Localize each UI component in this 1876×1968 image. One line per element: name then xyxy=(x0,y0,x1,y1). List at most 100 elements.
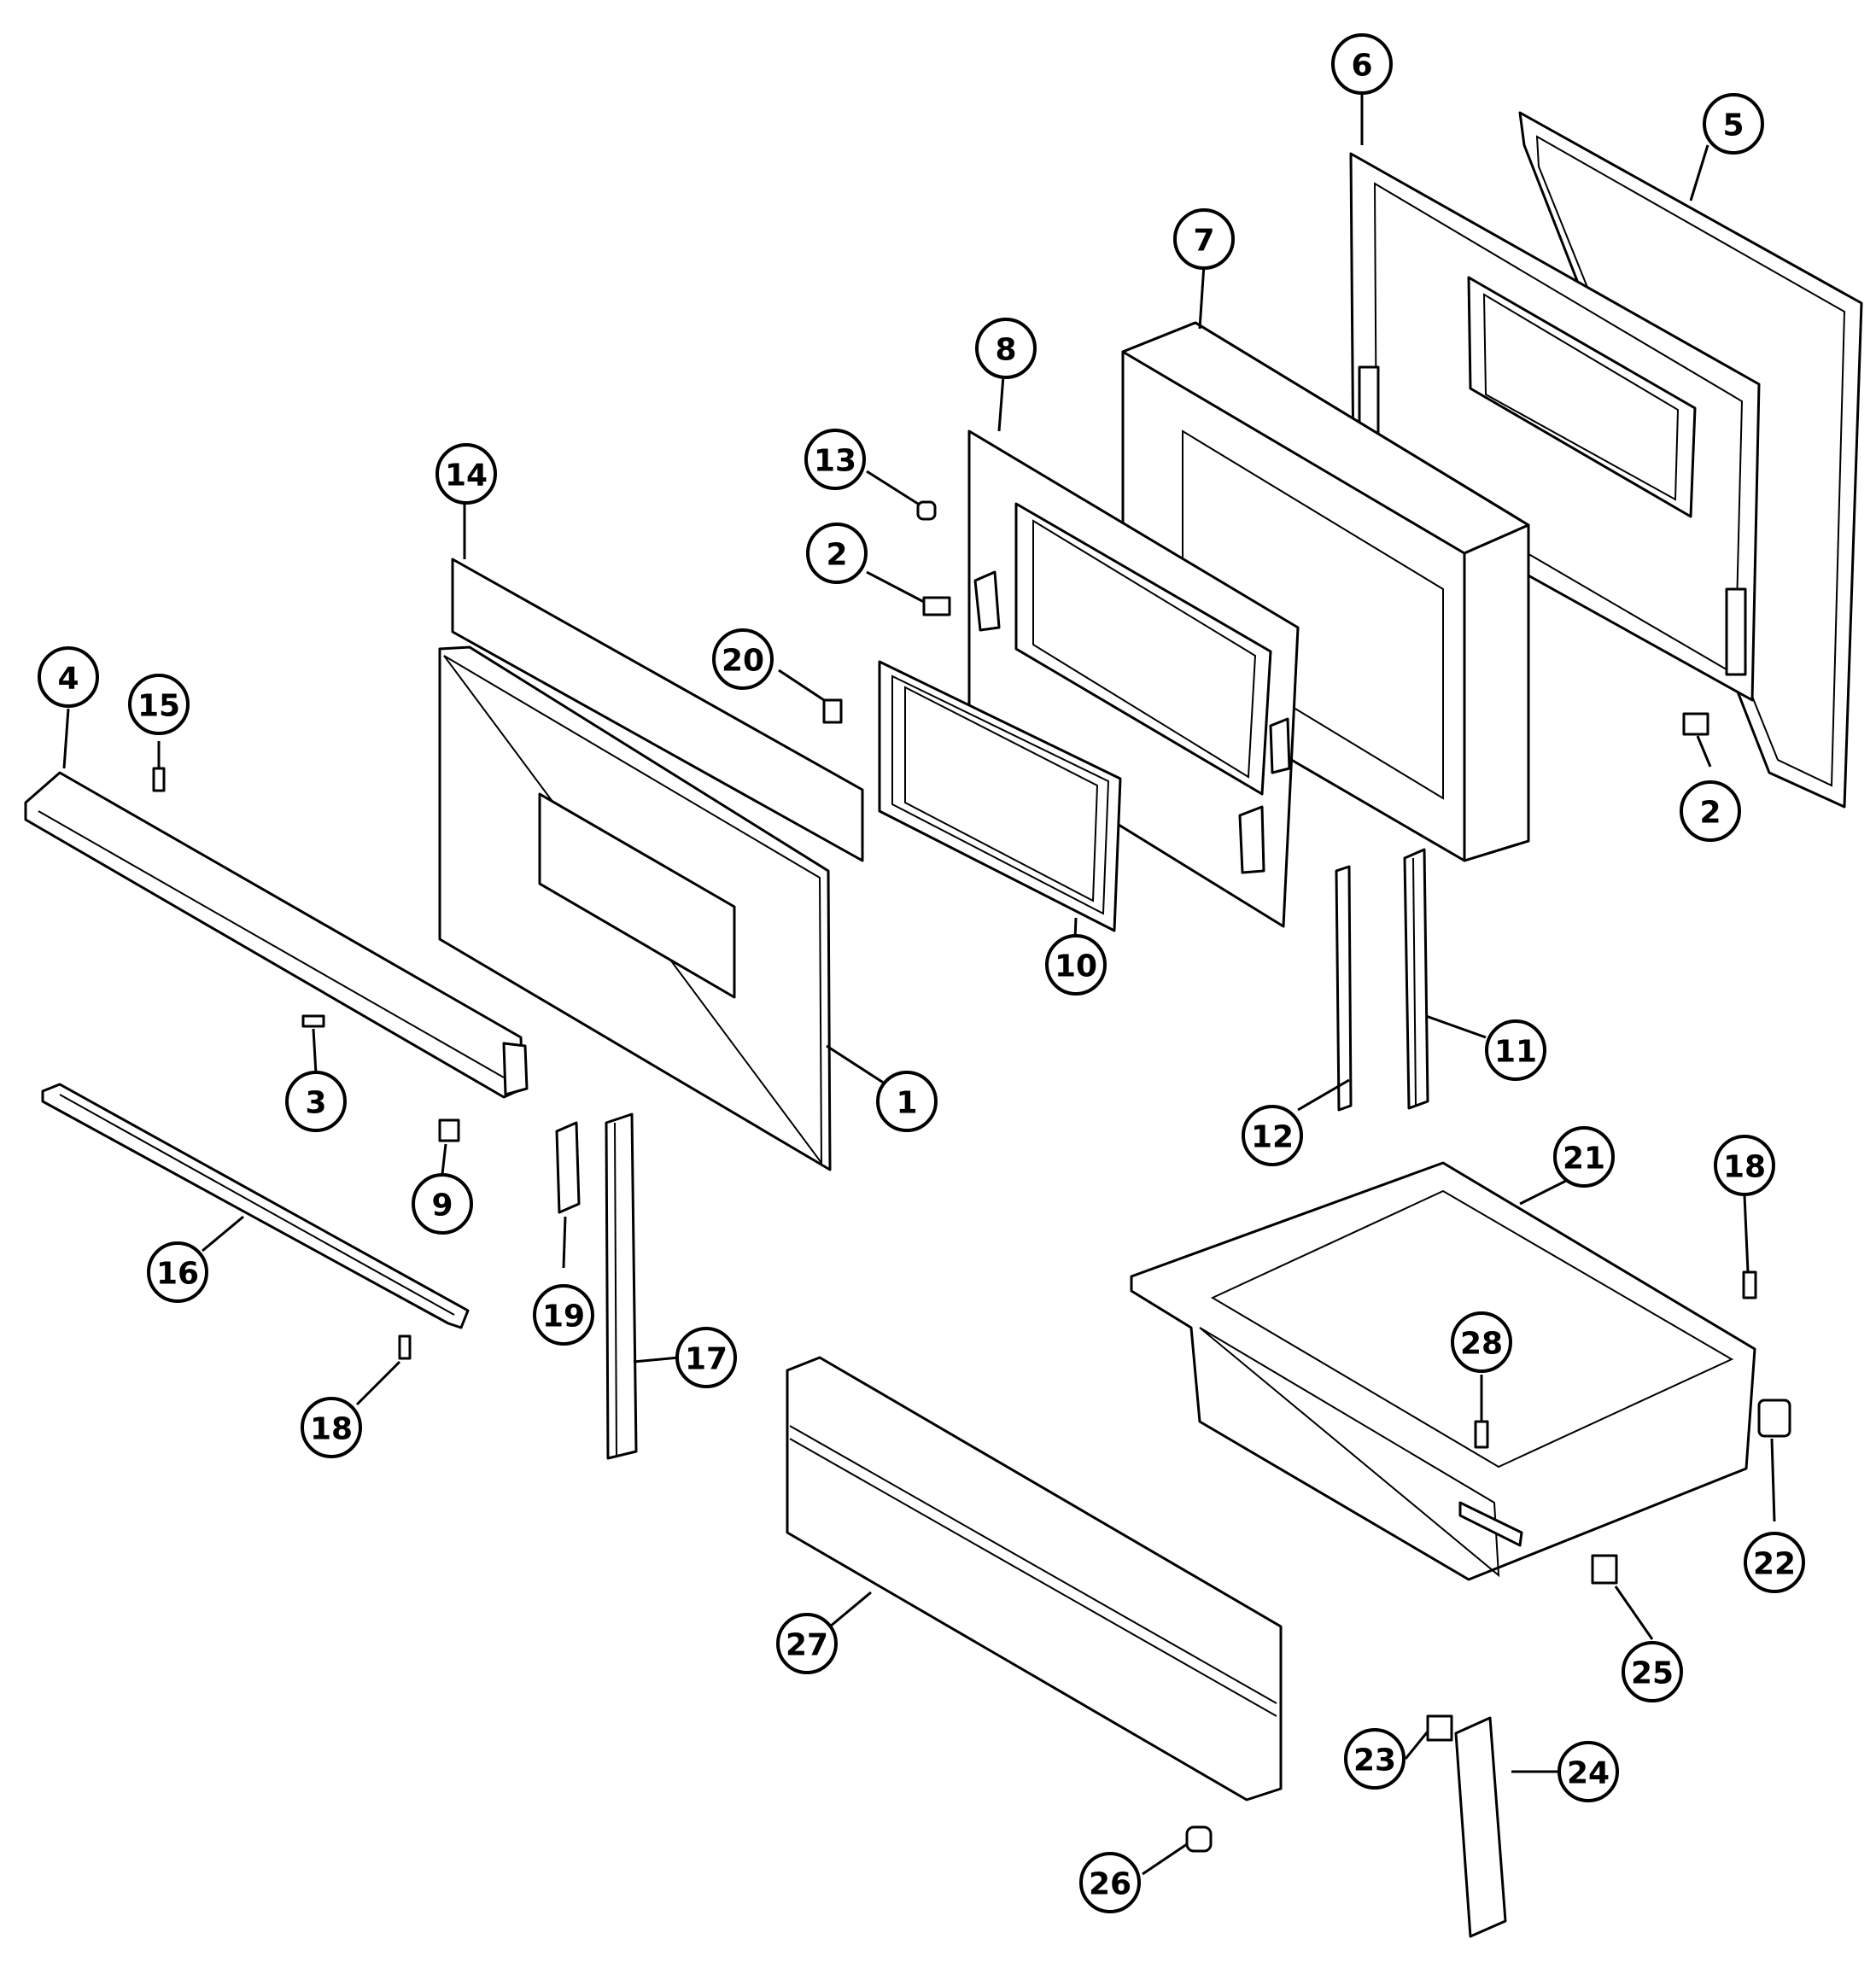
callout-c4: 4 xyxy=(38,646,99,708)
callout-number: 16 xyxy=(156,1257,199,1292)
callout-number: 26 xyxy=(1089,1867,1131,1902)
callout-c23: 23 xyxy=(1344,1728,1406,1790)
small-hardware xyxy=(152,500,1791,1853)
callout-circle xyxy=(412,1173,473,1235)
part-12-channel xyxy=(1335,865,1353,1112)
part-23-clip xyxy=(1426,1714,1453,1742)
part-24-drawer-trim xyxy=(1454,1716,1507,1938)
callout-c6: 6 xyxy=(1331,33,1393,95)
part-21-storage-drawer xyxy=(1130,1161,1756,1581)
callout-circle xyxy=(1331,33,1393,95)
callout-labels: 1223456789101112131415161718181920212223… xyxy=(38,33,1805,1913)
callout-number: 1 xyxy=(896,1086,917,1121)
callout-circle xyxy=(776,1613,838,1674)
callout-number: 15 xyxy=(137,689,180,724)
callout-c1: 1 xyxy=(876,1071,938,1132)
part-2-bumper-right xyxy=(1682,712,1709,736)
part-19-side-trim xyxy=(555,1121,581,1214)
callout-circle xyxy=(876,1071,938,1132)
callout-circle xyxy=(285,1071,347,1132)
part-8-window-frame-panel xyxy=(967,429,1300,928)
part-22-end-cap xyxy=(1757,1399,1791,1438)
callout-c2a: 2 xyxy=(806,523,868,584)
callout-number: 13 xyxy=(814,444,856,479)
callout-number: 27 xyxy=(786,1628,828,1663)
callout-c8: 8 xyxy=(975,318,1037,379)
part-15-screw xyxy=(152,767,166,792)
callout-circle xyxy=(533,1284,594,1346)
callout-c22: 22 xyxy=(1744,1532,1805,1593)
part-2-bumper-left xyxy=(922,596,951,616)
part-6-inner-door-panel xyxy=(1349,152,1761,702)
callout-c19: 19 xyxy=(533,1284,594,1346)
callout-number: 10 xyxy=(1055,949,1097,984)
callout-number: 8 xyxy=(995,333,1016,368)
callout-number: 4 xyxy=(57,662,79,697)
part-9-clip xyxy=(438,1118,460,1142)
callout-c15: 15 xyxy=(128,674,190,735)
callout-circle xyxy=(675,1327,737,1388)
callout-circle xyxy=(1714,1135,1775,1196)
callout-number: 18 xyxy=(1723,1150,1766,1185)
callout-number: 21 xyxy=(1563,1142,1605,1177)
callout-circle xyxy=(301,1397,362,1458)
callout-c21: 21 xyxy=(1553,1126,1615,1188)
callout-number: 2 xyxy=(826,538,847,573)
callout-number: 18 xyxy=(310,1412,353,1447)
callout-number: 20 xyxy=(722,644,764,679)
callout-circle xyxy=(1079,1852,1141,1913)
callout-circle xyxy=(38,646,99,708)
callout-c26: 26 xyxy=(1079,1852,1141,1913)
callout-c12: 12 xyxy=(1242,1105,1303,1166)
callout-c18a: 18 xyxy=(301,1397,362,1458)
part-3-screw xyxy=(301,1014,325,1028)
part-26-bumper xyxy=(1185,1825,1213,1853)
callout-circle xyxy=(1344,1728,1406,1790)
callout-c18b: 18 xyxy=(1714,1135,1775,1196)
callout-circle xyxy=(806,523,868,584)
callout-circle xyxy=(1703,93,1764,155)
callout-c25: 25 xyxy=(1622,1641,1683,1702)
callout-circle xyxy=(1045,934,1107,996)
callout-circle xyxy=(1451,1311,1512,1373)
callout-c3: 3 xyxy=(285,1071,347,1132)
part-13-bumper xyxy=(916,500,937,521)
callout-number: 3 xyxy=(305,1086,326,1121)
callout-number: 7 xyxy=(1193,224,1214,259)
callout-circle xyxy=(128,674,190,735)
part-28-screw xyxy=(1474,1420,1489,1449)
part-14-top-trim xyxy=(451,558,864,862)
callout-number: 9 xyxy=(431,1188,453,1223)
callout-c20: 20 xyxy=(712,628,774,690)
part-20-clip xyxy=(822,698,843,724)
callout-c11: 11 xyxy=(1485,1019,1546,1081)
part-4-control-panel-bracket xyxy=(24,771,529,1099)
callout-c24: 24 xyxy=(1557,1741,1619,1802)
callout-c5: 5 xyxy=(1703,93,1764,155)
callout-circle xyxy=(147,1241,208,1303)
callout-number: 28 xyxy=(1460,1327,1503,1362)
callout-number: 2 xyxy=(1699,796,1721,831)
callout-circle xyxy=(712,628,774,690)
callout-circle xyxy=(1242,1105,1303,1166)
callout-number: 19 xyxy=(542,1299,585,1334)
callout-c27: 27 xyxy=(776,1613,838,1674)
callout-c16: 16 xyxy=(147,1241,208,1303)
callout-circle xyxy=(1553,1126,1615,1188)
callout-number: 24 xyxy=(1567,1756,1610,1791)
part-1-outer-door-panel xyxy=(438,645,832,1171)
part-18-screw-left xyxy=(398,1334,412,1360)
callout-circle xyxy=(435,443,497,505)
part-10-glass-pack xyxy=(878,660,1122,932)
leader-lines xyxy=(62,85,1776,1876)
callout-number: 6 xyxy=(1351,49,1372,84)
callout-number: 22 xyxy=(1753,1547,1796,1582)
callout-number: 11 xyxy=(1494,1035,1537,1070)
part-25-clip xyxy=(1591,1554,1618,1585)
part-18-screw-right xyxy=(1742,1270,1757,1299)
callout-c7: 7 xyxy=(1173,208,1235,270)
callout-c28: 28 xyxy=(1451,1311,1512,1373)
callout-circle xyxy=(1622,1641,1683,1702)
callout-circle xyxy=(804,429,866,490)
